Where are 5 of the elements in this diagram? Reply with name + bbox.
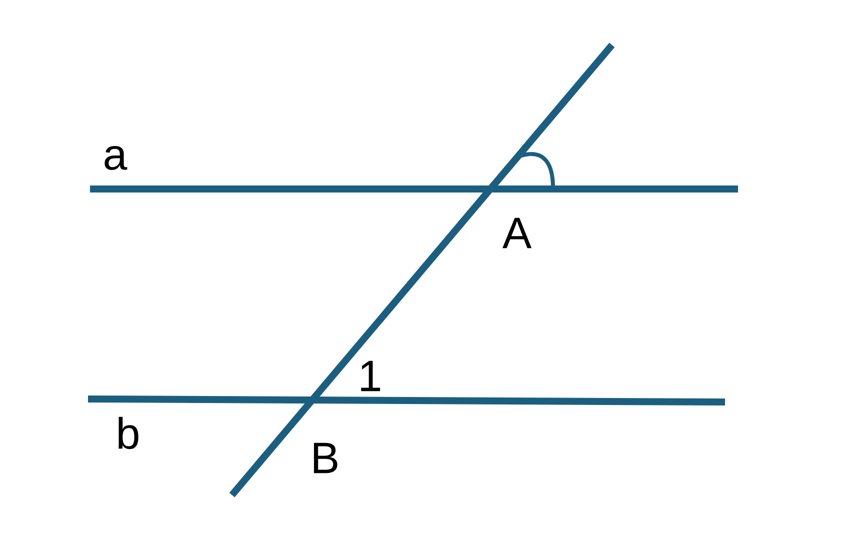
point-label: B [314, 442, 338, 474]
angle-label: 1 [361, 360, 380, 392]
point-label: A [502, 218, 532, 248]
line-label: b [118, 416, 138, 450]
line-label: a [104, 146, 128, 170]
